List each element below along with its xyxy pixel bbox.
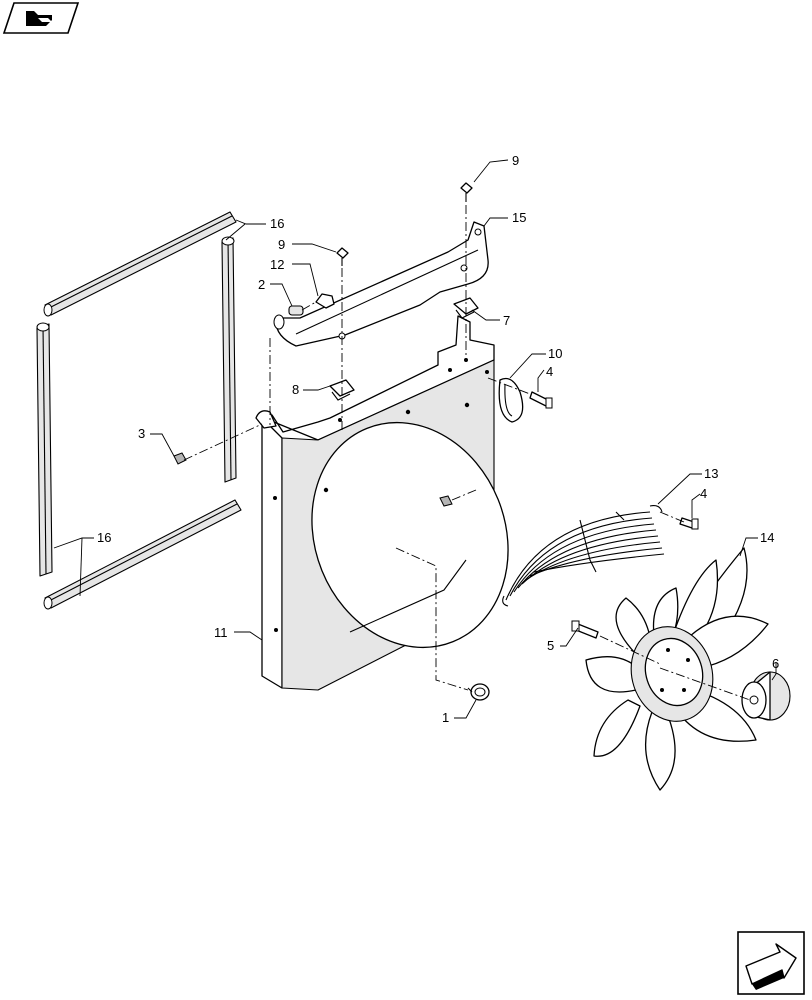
fan-guard — [502, 505, 665, 607]
bolt-5 — [571, 620, 599, 639]
bracket — [273, 221, 489, 347]
fan-spacer — [741, 671, 791, 721]
back-navigation-icon[interactable] — [2, 2, 80, 34]
fan-shroud — [255, 315, 509, 691]
assembly-lines — [183, 205, 751, 701]
leader-lines — [53, 159, 777, 719]
seal-strip-right — [221, 236, 237, 483]
callout-14: 14 — [760, 530, 774, 545]
callout-12: 12 — [270, 257, 284, 272]
callout-6: 6 — [772, 656, 779, 671]
callout-2: 2 — [258, 277, 265, 292]
callout-9-left: 9 — [278, 237, 285, 252]
seal-strip-top — [43, 211, 237, 317]
callout-1: 1 — [442, 710, 449, 725]
cooling-fan — [585, 547, 769, 791]
callout-3: 3 — [138, 426, 145, 441]
seal-strip-left — [36, 322, 53, 577]
callout-11: 11 — [214, 625, 228, 640]
spacer-2 — [288, 305, 304, 316]
seal-strip-bottom — [43, 499, 242, 610]
next-page-arrow-icon[interactable] — [737, 931, 805, 995]
bolt-4-upper — [529, 391, 553, 409]
callout-13: 13 — [704, 466, 718, 481]
inner-nut — [439, 495, 453, 507]
callout-5: 5 — [547, 638, 554, 653]
screw-9-top — [460, 182, 473, 202]
callout-4-upper: 4 — [546, 364, 553, 379]
callout-10: 10 — [548, 346, 562, 361]
hose-clamp-10 — [498, 377, 524, 423]
callout-15: 15 — [512, 210, 526, 225]
callout-16-bottom: 16 — [97, 530, 111, 545]
bolt-12 — [315, 293, 335, 309]
callout-7: 7 — [503, 313, 510, 328]
screw-9-left — [336, 247, 349, 266]
callout-16-top: 16 — [270, 216, 284, 231]
callout-labels: 9 15 16 9 12 2 7 10 4 8 3 13 4 16 14 11 … — [97, 153, 779, 725]
callout-4-lower: 4 — [700, 486, 707, 501]
clamp-1 — [467, 683, 490, 701]
bolt-4-lower — [679, 517, 699, 530]
callout-9-top: 9 — [512, 153, 519, 168]
callout-8: 8 — [292, 382, 299, 397]
nut-3 — [173, 452, 187, 465]
